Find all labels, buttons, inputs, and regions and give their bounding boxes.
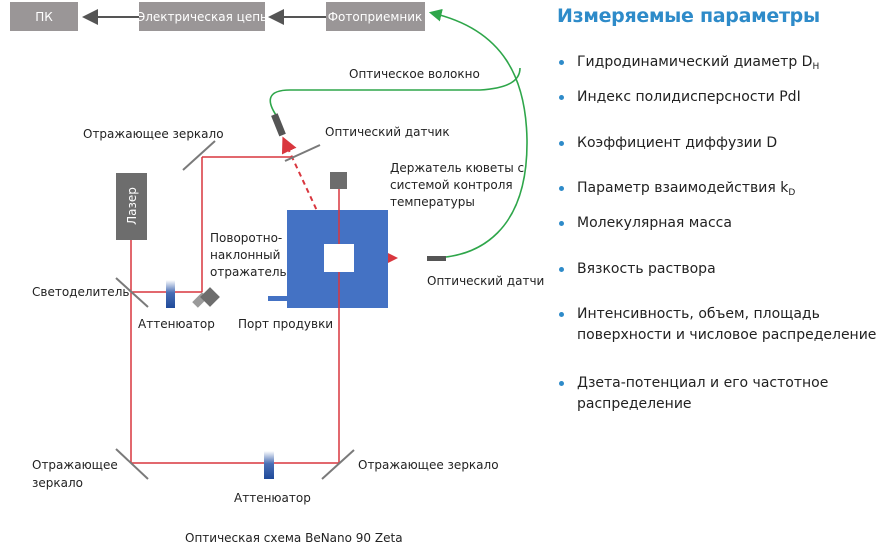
cuvette-holder	[268, 210, 388, 308]
photodetector-label: Фотоприемник	[328, 10, 423, 24]
optical-fiber-label: Оптическое волокно	[349, 67, 480, 81]
param-item: Дзета-потенциал и его частотное распреде…	[557, 373, 887, 415]
mirror-bottom-left-label-1: Отражающее	[32, 458, 118, 472]
electric-circuit-box: Электрическая цепь	[137, 2, 267, 31]
mirror-top-label: Отражающее зеркало	[83, 127, 224, 141]
cuvette	[324, 244, 354, 272]
bullet-icon	[559, 141, 564, 146]
cuvette-holder-label-2: системой контроля	[390, 178, 513, 192]
optical-sensor-top-label: Оптический датчик	[325, 125, 450, 139]
bullet-icon	[559, 95, 564, 100]
bullet-icon	[559, 267, 564, 272]
electric-circuit-label: Электрическая цепь	[137, 10, 267, 24]
optical-fiber-right	[428, 8, 528, 259]
param-item: Молекулярная масса	[557, 213, 887, 234]
param-item: Параметр взаимодействия kD	[557, 178, 887, 204]
mirror-bottom-left-label-2: зеркало	[32, 476, 83, 490]
optical-sensor-right-label: Оптический датчик	[427, 274, 545, 288]
cuvette-holder-label-3: температуры	[390, 195, 475, 209]
attenuator-bottom-label: Аттенюатор	[234, 491, 311, 505]
beam-splitter-label: Светоделитель	[32, 285, 129, 299]
photodetector-box: Фотоприемник	[326, 2, 425, 31]
attenuator-bottom	[264, 451, 274, 479]
tilt-reflector-label-3: отражатель	[210, 265, 287, 279]
param-item: Вязкость раствора	[557, 259, 887, 280]
cuvette-holder-label-1: Держатель кюветы с	[390, 161, 524, 175]
attenuator-top-label: Аттенюатор	[138, 317, 215, 331]
optical-scheme-diagram: ПК Электрическая цепь Фотоприемник Лазер	[10, 2, 545, 545]
optical-sensor-top	[271, 113, 286, 137]
param-item: Интенсивность, объем, площадь поверхност…	[557, 304, 887, 346]
params-title: Измеряемые параметры	[557, 5, 820, 27]
attenuator-top	[166, 280, 175, 308]
mirror-bottom-right	[321, 449, 355, 480]
mirrors	[115, 140, 355, 480]
tilt-reflector	[192, 287, 220, 308]
mirror-bottom-left	[115, 448, 149, 480]
optical-sensor-right	[427, 256, 446, 261]
laser-box: Лазер	[116, 173, 147, 240]
bullet-icon	[559, 312, 564, 317]
measured-parameters-panel: Измеряемые параметры Гидродинамический д…	[557, 0, 887, 412]
laser-label: Лазер	[125, 187, 139, 225]
tilt-reflector-label-1: Поворотно-	[210, 231, 282, 245]
mirror-top	[182, 140, 216, 171]
param-item: Коэффициент диффузии D	[557, 133, 887, 154]
mirror-bottom-right-label: Отражающее зеркало	[358, 458, 499, 472]
param-item: Индекс полидисперсности PdI	[557, 87, 887, 108]
beam-splitter	[115, 277, 149, 308]
bullet-icon	[559, 60, 564, 65]
pc-box: ПК	[10, 2, 78, 31]
bullet-icon	[559, 221, 564, 226]
bullet-icon	[559, 381, 564, 386]
bullet-icon	[559, 186, 564, 191]
param-item: Гидродинамический диаметр DH	[557, 52, 887, 78]
purge-port	[268, 296, 288, 301]
tilt-reflector-label-2: наклонный	[210, 248, 280, 262]
pc-label: ПК	[35, 10, 53, 24]
beam-stop	[330, 172, 347, 189]
mirror-sensor	[284, 144, 321, 162]
laser-beam-path	[130, 156, 340, 464]
optical-fiber-top	[269, 67, 521, 119]
purge-port-label: Порт продувки	[238, 317, 333, 331]
diagram-caption: Оптическая схема BeNano 90 Zeta	[185, 531, 403, 545]
